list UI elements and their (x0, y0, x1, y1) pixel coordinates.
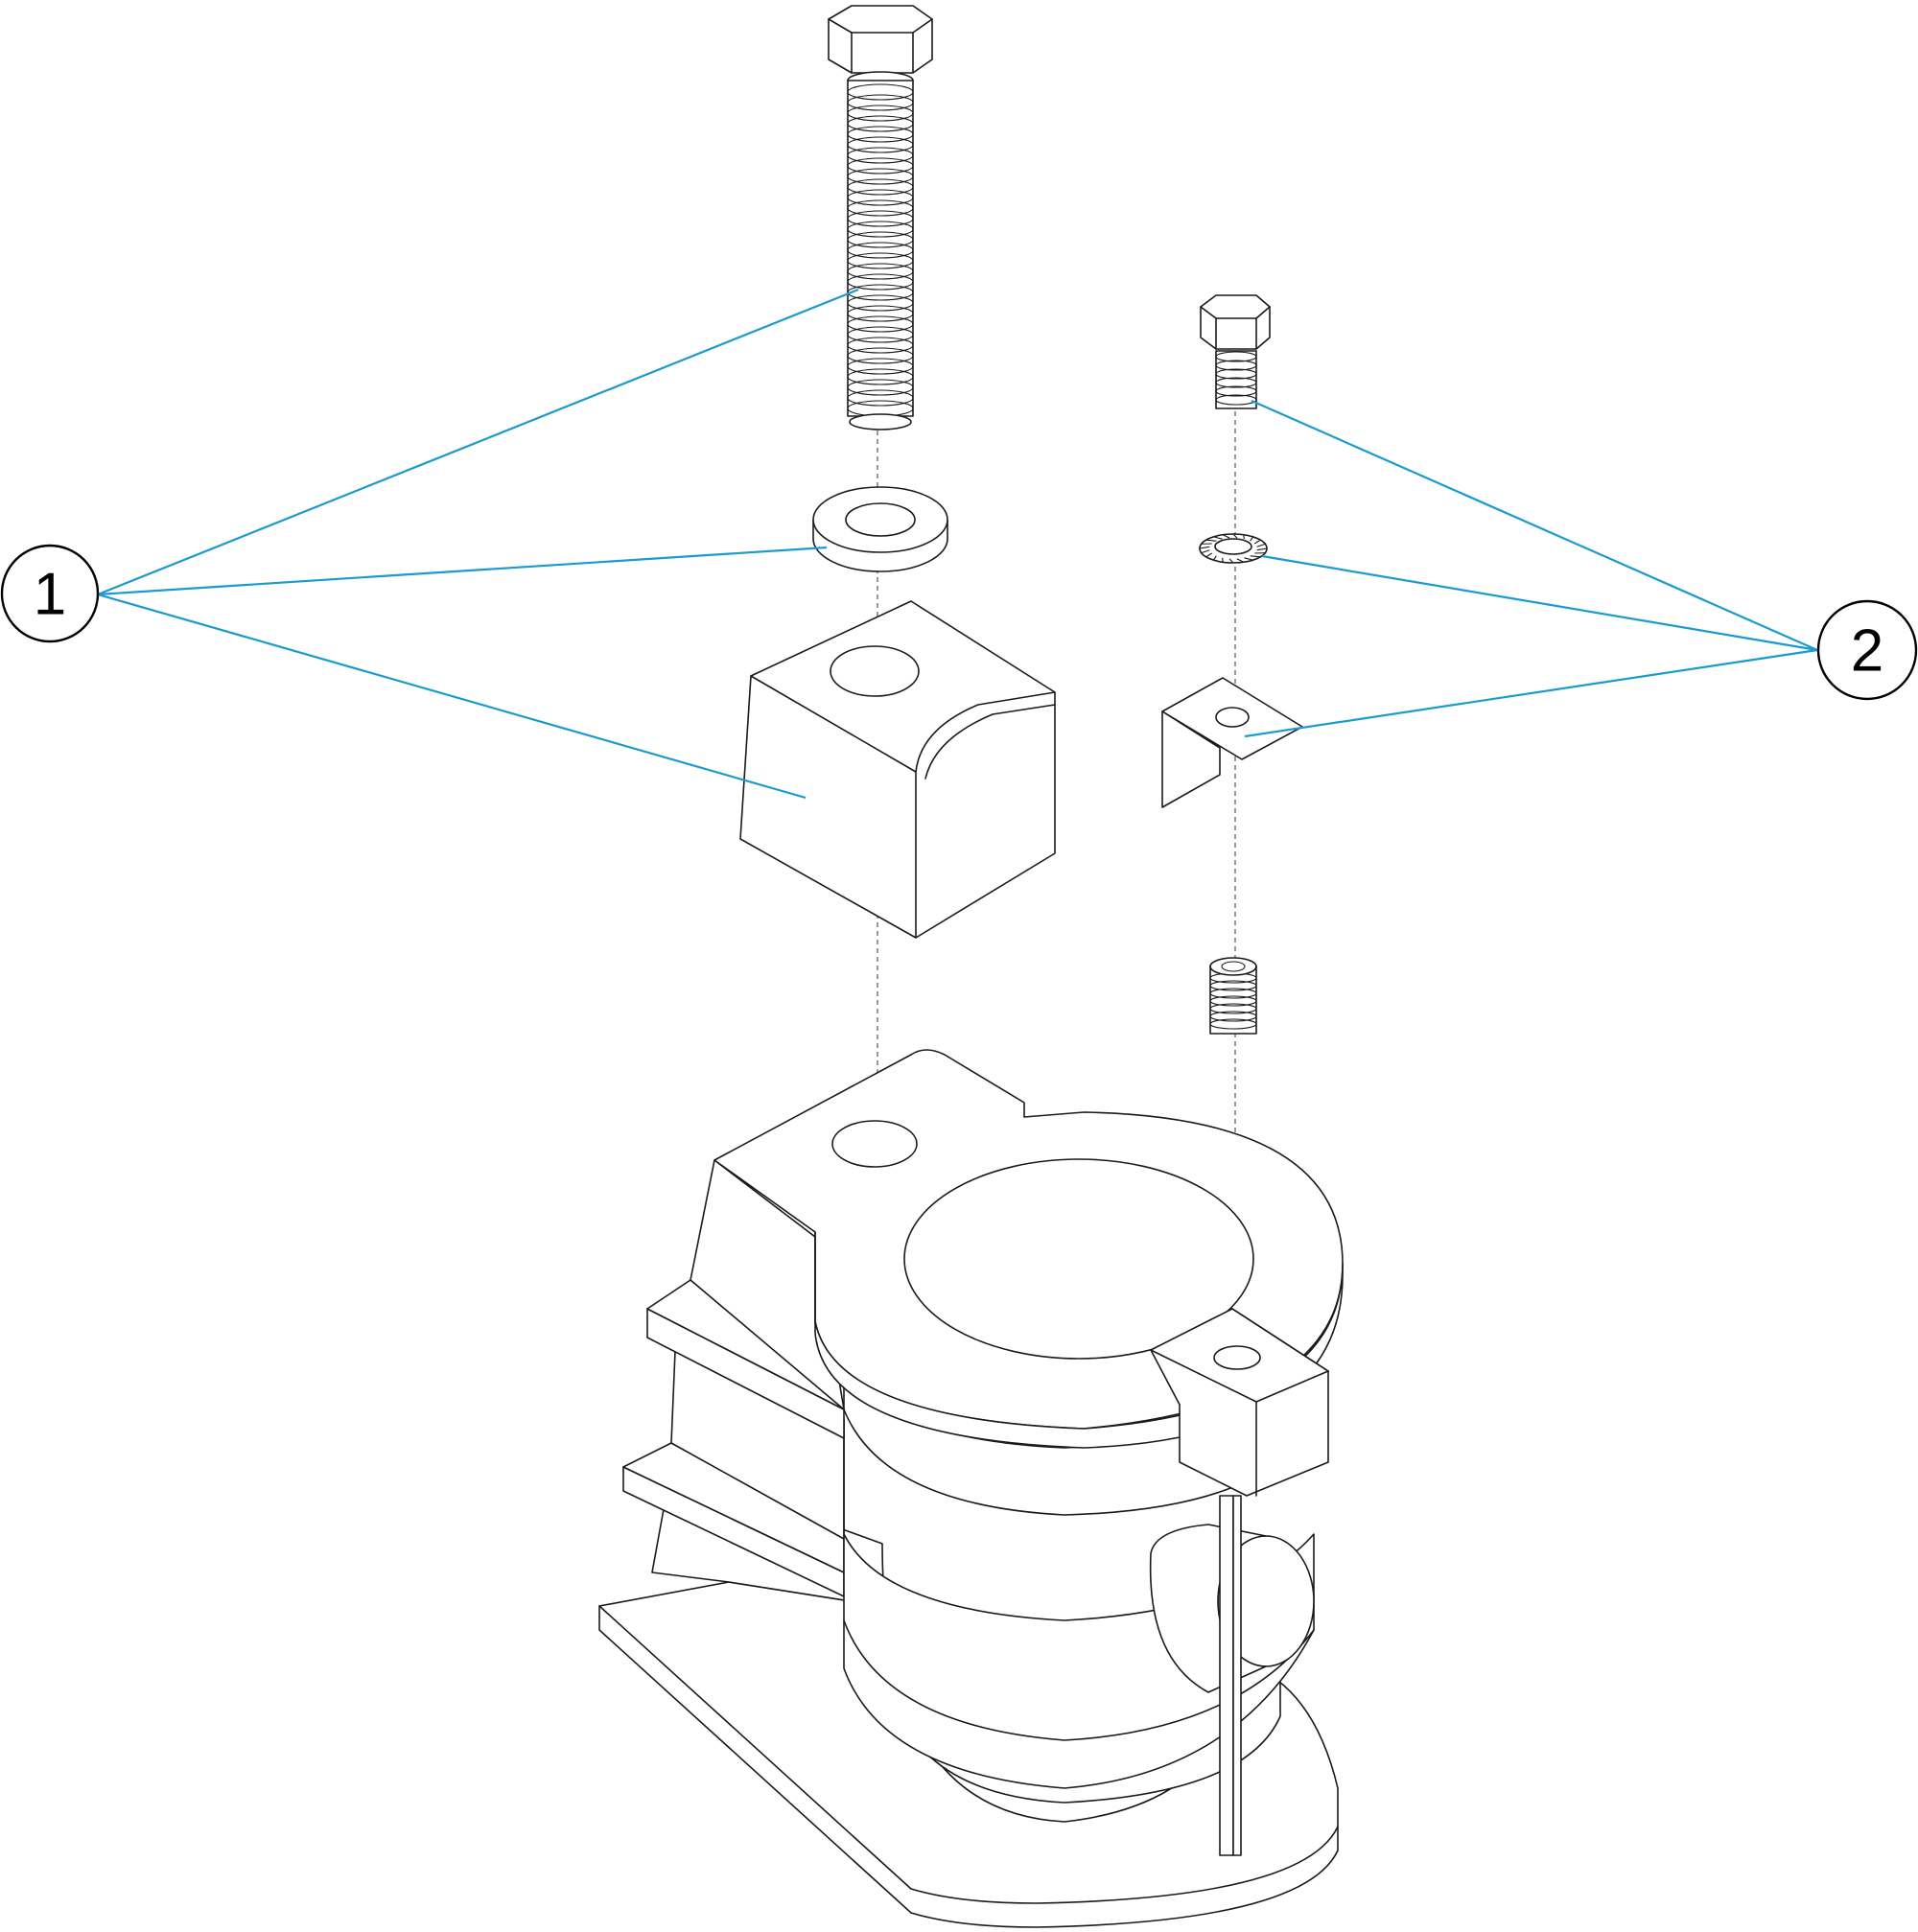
valve-body (598, 1049, 1344, 1928)
leader-2-to-bracket (1244, 648, 1818, 738)
leader-1-to-long-bolt (97, 288, 859, 596)
callout-circle-2 (1816, 599, 1918, 701)
leader-1-to-cap-block (97, 593, 807, 800)
callout-2: 2 (1816, 599, 1918, 701)
star-lock-washer (1199, 533, 1268, 564)
leader-1-to-flat-washer (97, 546, 828, 596)
callout-circle-1 (0, 544, 100, 643)
cap-block (739, 600, 1056, 939)
leader-2-to-lock-washer (1261, 554, 1818, 652)
threaded-insert (1209, 957, 1257, 1035)
long-hex-bolt (828, 5, 933, 431)
flat-washer (812, 486, 948, 572)
callout-label-2: 2 (1851, 618, 1883, 685)
leader-lines (97, 288, 1818, 800)
short-hex-bolt (1200, 294, 1271, 409)
callout-label-1: 1 (34, 562, 66, 628)
leader-2-to-short-bolt (1251, 399, 1818, 652)
angle-bracket (1161, 677, 1303, 808)
callout-1: 1 (0, 544, 100, 643)
